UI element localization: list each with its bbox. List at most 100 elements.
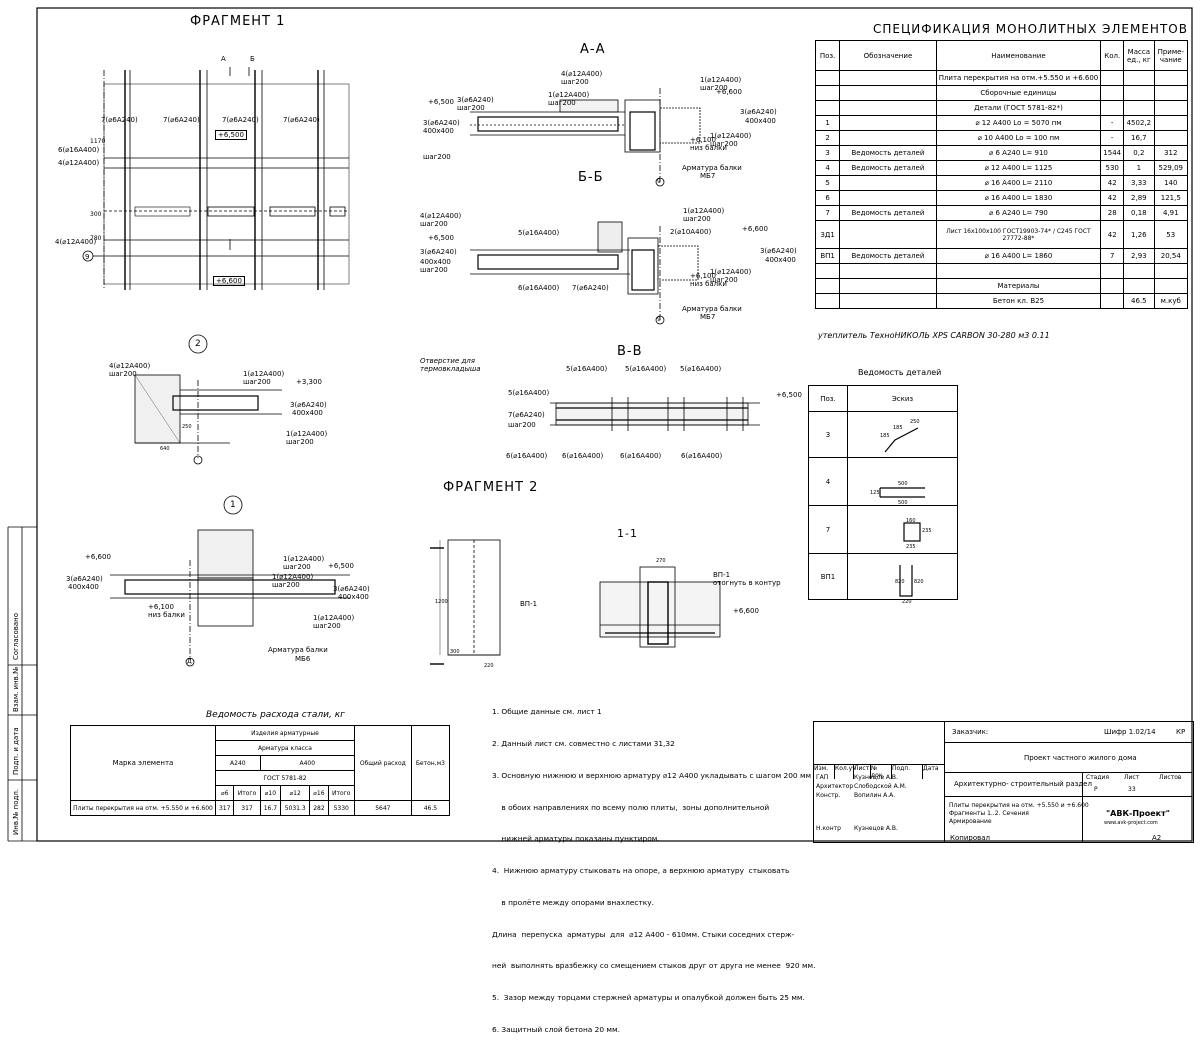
spec-cell: Материалы [935, 278, 1102, 294]
side-label: Подп. и дата [12, 727, 20, 775]
spec-cell: 3,33 [1123, 175, 1155, 191]
bar-step: шаг200 [420, 220, 448, 228]
note-line: нижней арматуры показаны пунктиром. [492, 834, 660, 844]
spec-cell [1123, 278, 1155, 294]
spec-cell: 312 [1153, 145, 1189, 161]
spec-cell: ⌀ 16 А400 L= 2110 [935, 175, 1102, 191]
details-header: Поз. [808, 385, 848, 412]
detail-dim: 185 [893, 425, 903, 431]
spec-cell [814, 293, 841, 309]
stamp-code: Шифр 1.02/14 [1104, 728, 1156, 736]
bar-label: 1(⌀12А400) [710, 132, 752, 140]
bar-label: 7(⌀6А240) [163, 116, 200, 124]
bar-label: 7(⌀6А240) [572, 284, 609, 292]
bar-label: ВП-1 [520, 600, 538, 608]
dimension: 220 [484, 663, 494, 669]
beam-size: 400х400 [745, 117, 776, 125]
spec-cell: 121,5 [1153, 190, 1189, 206]
bar-step: шаг200 [508, 421, 536, 429]
bar-label: 1(⌀12А400) [283, 555, 325, 563]
spec-cell [1153, 130, 1189, 146]
spec-cell: Сборочные единицы [935, 85, 1102, 101]
spec-cell: ⌀ 12 А400 L= 1125 [935, 160, 1102, 176]
stamp-customer: Заказчик: [952, 728, 989, 736]
bar-label: 3(⌀6А240) [760, 247, 797, 255]
spec-cell [839, 115, 937, 131]
node-1 [110, 495, 350, 667]
stamp-hdr: Дата [923, 765, 939, 772]
bar-step: шаг200 [283, 563, 311, 571]
spec-row [814, 263, 1189, 279]
spec-cell: 6 [814, 190, 841, 206]
spec-cell [1153, 100, 1189, 116]
spec-cell: 4 [814, 160, 841, 176]
bar-step: шаг200 [423, 153, 451, 161]
spec-header: Наименование [935, 40, 1102, 71]
spec-header: Поз. [814, 40, 841, 71]
elevation-mark: +6,100 [148, 603, 174, 611]
spec-row: 1⌀ 12 А400 Lo = 5070 пм-4502,2 [814, 115, 1189, 131]
title-block: Заказчик: Шифр 1.02/14 КР Проект частног… [813, 721, 1194, 843]
steel-header: Изделия арматурные [215, 725, 355, 741]
steel-cell: 5330 [327, 800, 355, 816]
spec-cell [1100, 85, 1125, 101]
note-line: 6. Защитный слой бетона 20 мм. [492, 1025, 620, 1034]
beam-size: 400х400 [423, 127, 454, 135]
spec-cell [935, 263, 1102, 279]
spec-cell [1153, 70, 1189, 86]
note-line: в обоих направлениях по всему полю плиты… [492, 802, 770, 812]
section-aa-title: А-А [580, 42, 606, 57]
dimension: 300 [450, 649, 460, 655]
dimension: 250 [182, 424, 192, 430]
spec-row: Сборочные единицы [814, 85, 1189, 101]
bar-label: 6(⌀16А400) [620, 452, 662, 460]
elevation-mark: +6,600 [85, 553, 111, 561]
spec-header: Обозначение [839, 40, 937, 71]
spec-cell [1100, 100, 1125, 116]
fragment2-title: ФРАГМЕНТ 2 [443, 480, 539, 495]
elevation-note: низ балки [148, 611, 185, 619]
stamp-copied: Копировал [950, 834, 990, 842]
spec-cell [839, 263, 937, 279]
detail-vp1-sketch [847, 553, 958, 600]
spec-cell [1100, 293, 1125, 309]
bar-label: 1(⌀12А400) [286, 430, 328, 438]
stamp-hdr: № док. [871, 765, 892, 779]
axis-label: 9 [657, 316, 661, 323]
spec-cell [814, 263, 841, 279]
spec-cell: 1544 [1100, 145, 1125, 161]
fragment1-plan [82, 67, 350, 290]
stamp-company: "АВК-Проект" [1106, 809, 1170, 818]
bar-label: 3(⌀6А240) [290, 401, 327, 409]
bar-label: 6(⌀16А400) [58, 146, 100, 154]
detail-dim: 235 [922, 528, 932, 534]
beam-rebar-label: Арматура балки [682, 164, 742, 172]
beam-size: 400х400 [292, 409, 323, 417]
stamp-kr: КР [1176, 728, 1186, 736]
stamp-person: Кузнецов А.В. [854, 825, 898, 832]
bar-label: 2(⌀10А400) [670, 228, 712, 236]
elevation-mark: +6,600 [716, 88, 742, 96]
spec-cell [814, 100, 841, 116]
note-line: ней выполнять вразбежку со смещением сты… [492, 961, 816, 971]
insulation-note: утеплитель ТехноНИКОЛЬ XPS CARBON 30-280… [818, 331, 1050, 340]
steel-cell: 317 [214, 800, 235, 816]
node-number: 2 [195, 339, 201, 349]
bar-label: 4(⌀12А400) [58, 159, 100, 167]
stamp-sheets-h: Листов [1159, 774, 1182, 781]
note-line: в пролёте между опорами внахлестку. [492, 897, 654, 907]
spec-cell [1123, 70, 1155, 86]
spec-cell: 53 [1153, 220, 1189, 249]
beam-size: 400х400 [68, 583, 99, 591]
stamp-person: Кузнецов А.В. [854, 774, 898, 781]
steel-header: Бетон,м3 [410, 725, 451, 801]
axis-label: 9 [85, 253, 90, 261]
spec-cell [839, 278, 937, 294]
steel-cell: 5647 [353, 800, 412, 816]
bar-label: 6(⌀16А400) [518, 284, 560, 292]
steel-col: ⌀6 [214, 785, 235, 801]
